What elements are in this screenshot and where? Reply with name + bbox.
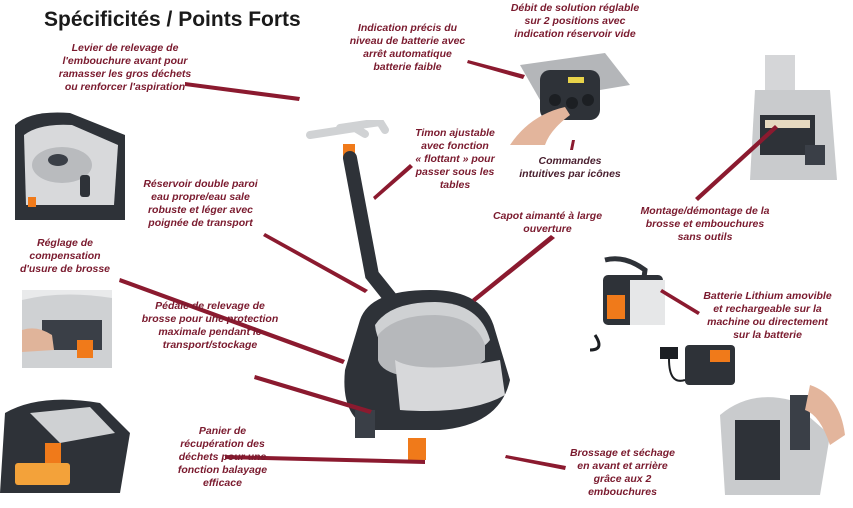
line-brossage bbox=[505, 455, 566, 470]
reservoir-photo bbox=[10, 105, 130, 220]
label-reglage: Réglage de compensation d'usure de bross… bbox=[19, 237, 111, 275]
main-machine bbox=[300, 120, 535, 470]
battery-machine-photo bbox=[585, 255, 680, 355]
label-timon: Timon ajustable avec fonction « flottant… bbox=[415, 127, 495, 191]
battery-removal-photo bbox=[710, 375, 850, 500]
label-panier: Panier de récupération des déchets pour … bbox=[177, 425, 268, 489]
page-title: Spécificités / Points Forts bbox=[44, 8, 301, 31]
battery-charger-photo bbox=[655, 335, 745, 400]
label-reservoir: Réservoir double paroi eau propre/eau sa… bbox=[143, 178, 258, 229]
label-pedale: Pédale de relevage de brosse pour une pr… bbox=[141, 300, 279, 351]
basket-photo bbox=[0, 393, 135, 493]
line-pedale bbox=[254, 375, 372, 414]
line-commandes bbox=[570, 140, 575, 150]
label-lithium: Batterie Lithium amovible et rechargeabl… bbox=[703, 290, 832, 341]
brush-adjust-photo bbox=[22, 290, 112, 368]
label-capot: Capot aimanté à large ouverture bbox=[492, 210, 603, 235]
label-brossage: Brossage et séchage en avant et arrière … bbox=[569, 447, 676, 498]
control-panel-photo bbox=[510, 45, 635, 145]
brush-mount-photo bbox=[745, 50, 845, 190]
label-montage: Montage/démontage de la brosse et embouc… bbox=[640, 205, 770, 243]
line-reglage bbox=[119, 278, 345, 364]
line-reservoir bbox=[263, 233, 368, 293]
label-batterie-indication: Indication précis du niveau de batterie … bbox=[349, 22, 466, 73]
line-batterie bbox=[467, 60, 525, 79]
label-commandes: Commandes intuitives par icônes bbox=[519, 155, 621, 180]
label-levier: Levier de relevage de l'embouchure avant… bbox=[58, 42, 192, 93]
line-panier bbox=[225, 455, 425, 464]
line-montage bbox=[695, 125, 778, 201]
label-debit: Débit de solution réglable sur 2 positio… bbox=[510, 2, 640, 40]
line-capot bbox=[472, 235, 555, 302]
line-timon bbox=[373, 164, 413, 200]
line-lithium bbox=[660, 289, 700, 315]
line-levier bbox=[185, 82, 300, 101]
